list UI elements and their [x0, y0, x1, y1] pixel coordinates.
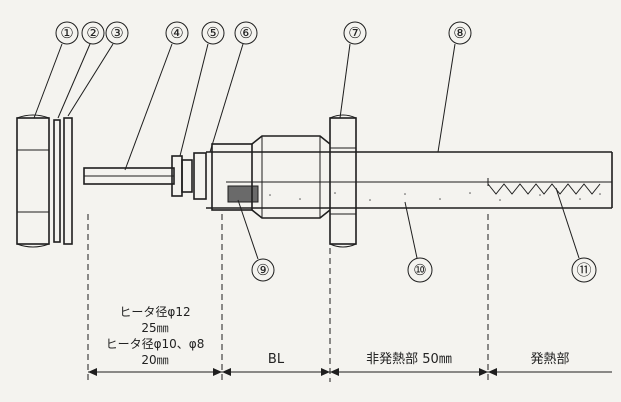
gasket-plate: [63, 117, 73, 245]
svg-text:③: ③: [110, 24, 123, 42]
svg-text:⑩: ⑩: [413, 261, 426, 279]
lead-length-label-1: ヒータ径φ12: [119, 305, 190, 319]
lead-length-label-2: 25㎜: [141, 321, 168, 335]
heating-coil: [487, 178, 601, 195]
svg-text:⑦: ⑦: [348, 24, 361, 42]
non-heating-label: 非発熱部 50㎜: [366, 352, 452, 367]
lead-length-label-4: 20㎜: [141, 353, 168, 367]
insulator-sleeve: [193, 152, 207, 200]
svg-text:⑤: ⑤: [206, 24, 219, 42]
callout-11: ⑪: [571, 257, 597, 283]
leader-lines: [33, 43, 580, 260]
heating-label: 発熱部: [530, 352, 569, 367]
callout-8: ⑧: [448, 21, 472, 45]
callout-7: ⑦: [343, 21, 367, 45]
dimension-line: [88, 368, 612, 376]
bl-label: BL: [268, 352, 285, 367]
svg-text:⑨: ⑨: [256, 261, 269, 279]
svg-text:⑪: ⑪: [576, 261, 591, 279]
callout-markers: ① ② ③ ④ ⑤ ⑥ ⑦ ⑧ ⑨ ⑩ ⑪: [55, 21, 597, 283]
callout-4: ④: [165, 21, 189, 45]
svg-text:①: ①: [60, 24, 73, 42]
small-nut: [171, 155, 193, 197]
svg-text:⑧: ⑧: [453, 24, 466, 42]
callout-2: ②: [81, 21, 105, 45]
svg-text:⑥: ⑥: [239, 24, 252, 42]
callout-9: ⑨: [251, 258, 275, 282]
sheath-pipe: [206, 151, 613, 209]
callout-10: ⑩: [407, 257, 433, 283]
callout-1: ①: [55, 21, 79, 45]
seal-block: [227, 185, 259, 203]
body-fitting: [211, 114, 357, 248]
end-nut: [16, 114, 50, 248]
magnesia-filler: [269, 192, 601, 201]
extension-lines: [87, 214, 489, 382]
svg-text:④: ④: [170, 24, 183, 42]
callout-6: ⑥: [234, 21, 258, 45]
washer: [53, 119, 61, 243]
svg-text:②: ②: [86, 24, 99, 42]
callout-5: ⑤: [201, 21, 225, 45]
lead-wire: [83, 167, 175, 185]
callout-3: ③: [105, 21, 129, 45]
lead-length-label-3: ヒータ径φ10、φ8: [106, 337, 205, 351]
